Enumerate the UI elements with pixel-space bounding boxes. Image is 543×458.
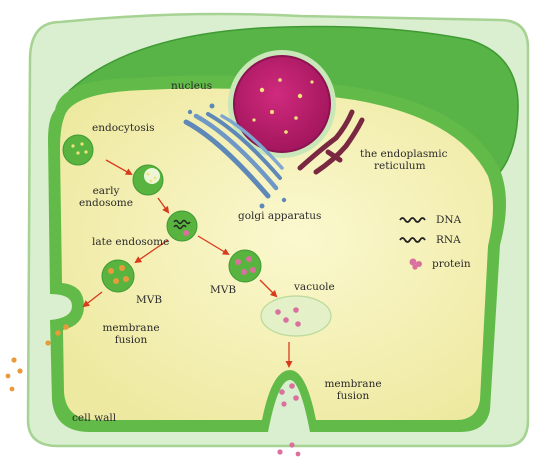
exosomes-bottom — [277, 383, 301, 457]
mvb-right-vesicle — [228, 249, 262, 283]
er-label-line1: the endoplasmic — [360, 148, 448, 160]
protein-blob-icon — [409, 258, 422, 270]
mvb-right-label: MVB — [210, 284, 237, 296]
membrane-fusion-left-label-line1: membrane — [102, 322, 160, 334]
legend-rna-label: RNA — [436, 234, 461, 246]
late-endosome-label: late endosome — [92, 236, 170, 248]
vacuole-label: vacuole — [294, 281, 335, 293]
membrane-fusion-bottom-label-line1: membrane — [324, 378, 382, 390]
early-endosome-label-line2: endosome — [79, 197, 133, 209]
exosomes-left — [5, 324, 69, 392]
er-label-line2: reticulum — [374, 160, 426, 172]
nucleus-label: nucleus — [171, 80, 213, 92]
rna-wave-icon — [399, 237, 426, 243]
legend-dna-label: DNA — [436, 214, 462, 226]
membrane-fusion-bottom-label-line2: fusion — [336, 390, 370, 402]
cytoplasm — [60, 88, 493, 420]
endocytosis-vesicle — [62, 134, 94, 166]
legend-icons — [399, 217, 426, 270]
early-endosome — [132, 164, 164, 196]
late-endosome — [166, 210, 198, 242]
endocytosis-label: endocytosis — [92, 122, 155, 134]
vacuole — [260, 295, 332, 337]
endoplasmic-reticulum — [297, 109, 365, 175]
nucleolus-dots — [252, 78, 314, 134]
early-endosome-label-line1: early — [92, 185, 120, 197]
nucleus — [228, 50, 336, 158]
mvb-left-vesicle — [101, 259, 135, 293]
golgi-apparatus — [183, 103, 287, 209]
pathway-arrows — [82, 159, 293, 368]
dna-wave-icon — [399, 217, 426, 223]
legend-protein-label: protein — [432, 258, 471, 270]
cell-wall-label: cell wall — [72, 412, 117, 424]
membrane-fusion-left-label-line2: fusion — [114, 334, 148, 346]
golgi-apparatus-label: golgi apparatus — [238, 210, 322, 222]
mvb-left-label: MVB — [136, 294, 163, 306]
